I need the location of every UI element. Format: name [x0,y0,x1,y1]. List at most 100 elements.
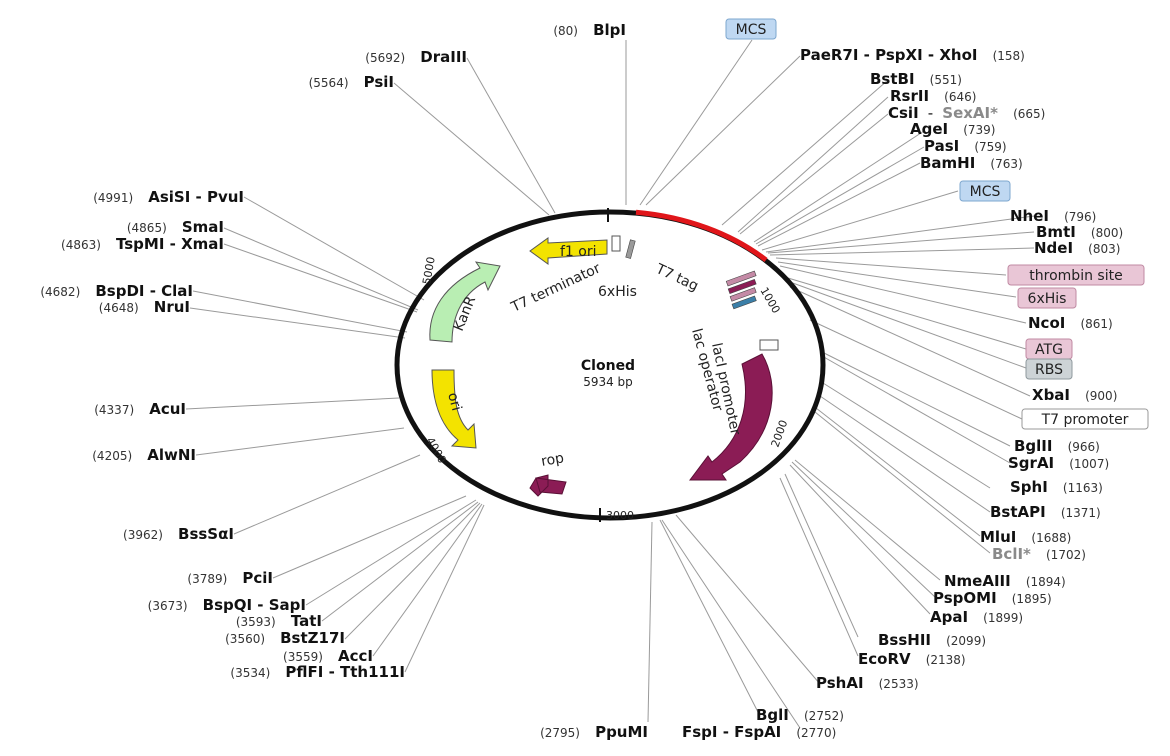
site-agei-name: AgeI [910,120,948,138]
site-ecorv-pos: (2138) [926,653,966,667]
site-nhei-pos: (796) [1064,210,1096,224]
leader-agei [753,130,925,243]
site-sphi-pos: (1163) [1063,481,1103,495]
site-pcii: (3789) PciI [187,568,273,587]
site-apai-pos: (1899) [983,611,1023,625]
site-bmti-pos: (800) [1091,226,1123,240]
sixhis-box [1017,287,1077,309]
leader-6xhis-box [777,261,1017,298]
leader-bgli [659,519,761,717]
site-xbai-name: XbaI [1032,386,1070,404]
site-pflfi: (3534) PflFI - Tth111I [230,662,405,681]
site-apai-name: ApaI [930,608,968,626]
site-bstz17i-pos: (3560) [225,632,265,646]
laci-promoter-marker [759,339,779,351]
leader-bstz17i [344,502,481,640]
leader-tspmi [223,243,418,313]
site-bstapi-name: BstAPI [990,503,1046,521]
leader-sphi [822,382,991,489]
site-ppumi-name: PpuMI [595,723,648,741]
site-nmeaiii-pos: (1894) [1026,575,1066,589]
site-pshai-name: PshAI [816,674,864,692]
leader-rbs [789,281,1027,369]
site-bgli-name: BglI [756,706,789,724]
site-asisi-name: AsiSI - PvuI [148,188,244,206]
site-bcli: BclI* (1702) [992,544,1086,563]
insert-arc [635,209,768,262]
thrombin-feature [727,278,757,294]
leader-bstbi [721,79,889,226]
leader-draiii [466,57,556,214]
site-fspi-pos: (2770) [796,726,836,740]
site-pasi-name: PasI [924,137,959,155]
site-rsrii: RsrII (646) [890,86,976,105]
site-bgli: BglI (2752) [756,705,844,724]
site-alwni-pos: (4205) [92,449,132,463]
sixhis-box-label: 6xHis [1028,291,1067,307]
site-nmeaiii: NmeAIII (1894) [944,571,1066,590]
site-tspmi-pos: (4863) [61,238,101,252]
plasmid-size: 5934 bp [583,375,633,389]
leader-lines [185,39,1035,729]
site-bmti-name: BmtI [1036,223,1076,241]
rbs-box [1025,358,1073,380]
site-xbai-pos: (900) [1085,389,1117,403]
site-asisi: (4991) AsiSI - PvuI [93,187,244,206]
site-bstbi-pos: (551) [930,73,962,87]
leader-bspqi [305,499,477,606]
site-bsshii-pos: (2099) [946,634,986,648]
site-tspmi: (4863) TspMI - XmaI [61,234,224,253]
site-nrui-pos: (4648) [99,301,139,315]
mcs-top-label: MCS [736,22,767,38]
leader-apai [789,464,931,615]
f1-ori-arrow [529,237,608,265]
leader-bstapi [819,395,991,513]
site-pspomi-name: PspOMI [933,589,997,607]
rbs-feature [731,295,757,310]
t7-promoter-box [1021,408,1149,430]
site-bspqi: (3673) BspQI - SapI [148,595,306,614]
site-bstbi-name: BstBI [870,70,915,88]
leader-bmti [767,231,1035,254]
site-fspi: FspI - FspAI (2770) [682,722,836,741]
site-agei: AgeI (739) [910,119,995,138]
site-agei-pos: (739) [963,123,995,137]
leader-rsrii [737,96,889,233]
leader-bcli [814,411,991,554]
leader-paer7i [645,55,801,206]
site-bglii: BglII (966) [1014,436,1100,455]
rop-label: rop [540,450,565,470]
site-ecorv: EcoRV (2138) [858,649,966,668]
leader-tati [321,501,479,622]
f1-ori-label: f1 ori [560,244,597,260]
site-mlui-name: MluI [980,528,1016,546]
site-nrui: (4648) NruI [99,297,190,316]
site-draiii-pos: (5692) [365,51,405,65]
leader-pasi [755,146,925,245]
site-tati-pos: (3593) [236,615,276,629]
leader-nrui [189,307,406,339]
leader-ncoi [779,265,1027,324]
site-bstz17i-name: BstZ17I [280,629,345,647]
site-draiii-name: DraIII [420,48,467,66]
site-psii-pos: (5564) [309,76,349,90]
site-csii: CsiI - SexAI* (665) [888,103,1045,122]
thrombin-label: thrombin site [1029,268,1122,284]
site-ppumi-pos: (2795) [540,726,580,740]
site-acui-name: AcuI [149,400,186,418]
leader-asisi [243,196,425,301]
site-blpi-name: BlpI [593,21,626,39]
leader-mcs-top [639,39,753,206]
his-tag-feature [729,287,757,302]
leader-sgrai [821,355,1011,464]
leader-pspomi [791,461,936,598]
site-psii: (5564) PsiI [309,72,394,91]
site-bspqi-name: BspQI - SapI [203,596,306,614]
site-ndei: NdeI (803) [1034,238,1120,257]
sixhis-inner-label: 6xHis [598,284,637,300]
leader-nhei [765,215,1035,253]
site-pspomi: PspOMI (1895) [933,588,1052,607]
leader-nmeaiii [794,459,941,581]
site-mlui-pos: (1688) [1031,531,1071,545]
